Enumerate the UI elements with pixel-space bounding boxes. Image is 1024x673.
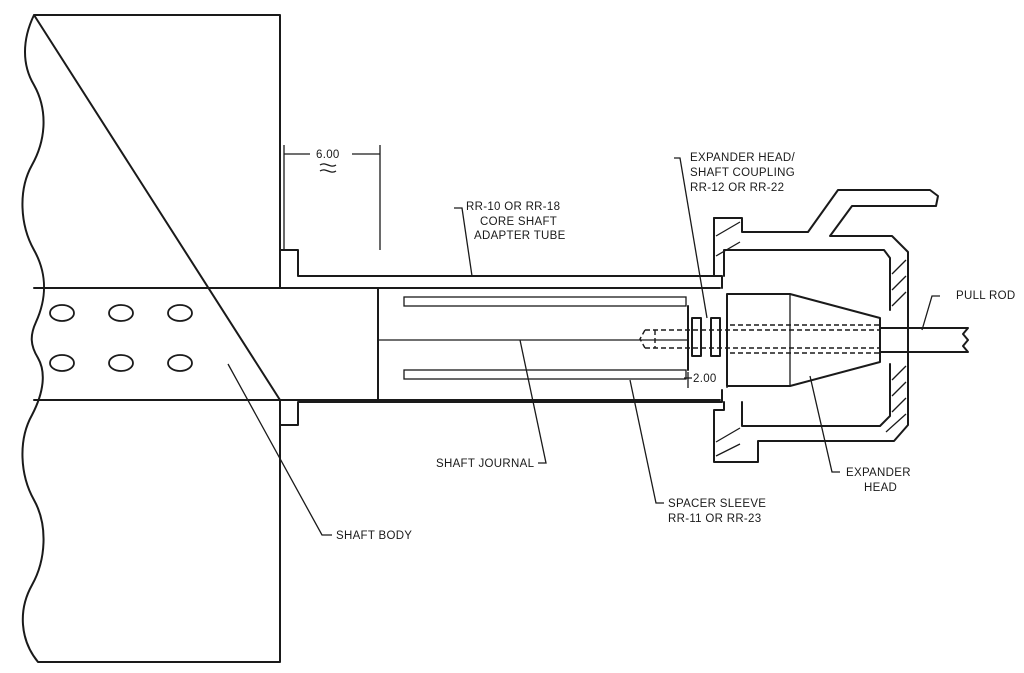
- dim-6-line: [283, 145, 381, 250]
- hole: [167, 354, 193, 372]
- leader-shaft-journal: [519, 339, 547, 464]
- leader-coupling: [674, 157, 708, 319]
- hole: [108, 354, 134, 372]
- threaded-stud-inner: [730, 324, 880, 354]
- shaft-journal-label: SHAFT JOURNAL: [436, 458, 535, 470]
- housing-hatch: [715, 221, 907, 457]
- expander-head-label-2: HEAD: [864, 482, 897, 494]
- puller-housing-top: [713, 217, 891, 311]
- pull-rod-label: PULL ROD: [956, 290, 1016, 302]
- dim-6-label: 6.00: [316, 149, 340, 161]
- pull-rod: [879, 327, 969, 353]
- spacer-sleeve-label-2: RR-11 OR RR-23: [668, 513, 761, 525]
- adapter-tube-label-1: RR-10 OR RR-18: [466, 201, 560, 213]
- adapter-tube-lower: [279, 389, 723, 426]
- spacer-sleeve-lower: [403, 369, 687, 380]
- expander-head: [726, 293, 881, 387]
- adapter-tube-upper: [279, 249, 723, 289]
- leader-pull-rod: [921, 295, 940, 331]
- dim-2-label: 2.00: [693, 373, 717, 385]
- coupling-label-2: SHAFT COUPLING: [690, 167, 795, 179]
- hole: [167, 304, 193, 322]
- dim-2-line: [684, 372, 728, 388]
- leader-shaft-body: [227, 363, 332, 536]
- spacer-sleeve-upper: [403, 296, 687, 307]
- coupling-collar-left: [691, 317, 702, 357]
- shaft-body-outline: [21, 14, 281, 663]
- puller-housing-outer: [713, 189, 939, 463]
- hole: [49, 304, 75, 322]
- shaft-body-label: SHAFT BODY: [336, 530, 412, 542]
- journal-holes: [49, 304, 193, 372]
- expander-head-label-1: EXPANDER: [846, 467, 911, 479]
- leader-expander-head: [809, 375, 840, 473]
- adapter-tube-label-3: ADAPTER TUBE: [474, 230, 566, 242]
- coupling-label-3: RR-12 OR RR-22: [690, 182, 784, 194]
- dim-break-mark: [319, 163, 337, 173]
- coupling-label-1: EXPANDER HEAD/: [690, 152, 795, 164]
- leader-spacer-sleeve: [629, 379, 664, 504]
- threaded-stud: [639, 329, 880, 349]
- coupling-collar-right: [710, 317, 721, 357]
- spacer-sleeve-label-1: SPACER SLEEVE: [668, 498, 766, 510]
- adapter-tube-label-2: CORE SHAFT: [480, 216, 557, 228]
- leader-adapter-tube: [454, 207, 473, 277]
- hole: [49, 354, 75, 372]
- hole: [108, 304, 134, 322]
- puller-housing-inner: [741, 363, 891, 427]
